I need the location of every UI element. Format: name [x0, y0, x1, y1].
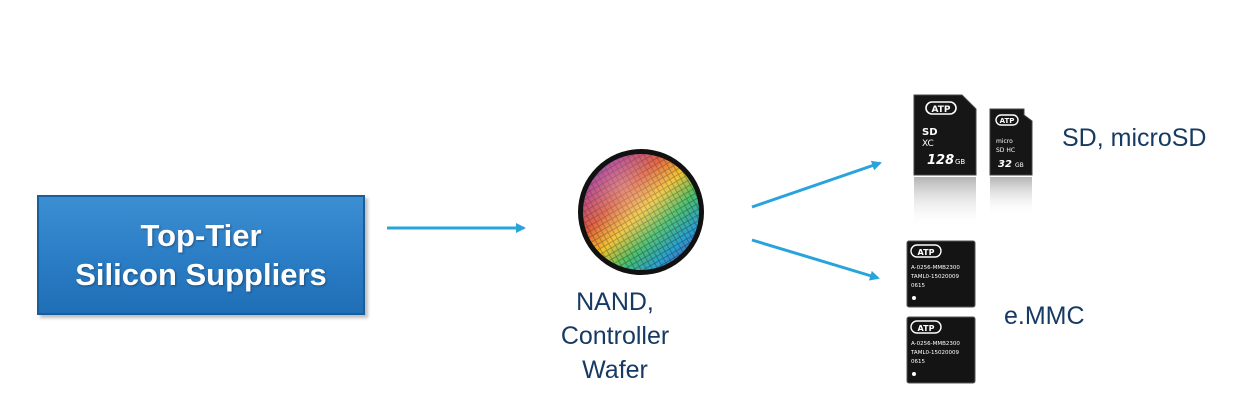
sd-microsd-label: SD, microSD: [1062, 124, 1207, 152]
svg-text:XC: XC: [922, 139, 934, 149]
wafer-label: NAND, Controller Wafer: [555, 285, 675, 387]
arrow-to-sd: [751, 160, 882, 209]
emmc-chip-2-brand: ATP: [918, 324, 935, 333]
sd-brand: ATP: [931, 105, 950, 115]
supplier-line-2: Silicon Suppliers: [75, 257, 327, 292]
emmc-chip-1: ATP A-0256-MMB2300 TAML0-15020009 0615: [906, 240, 976, 308]
wafer-label-line-1: NAND,: [576, 288, 654, 316]
microsd-card-image: ATP micro SD HC 32 GB: [989, 108, 1033, 217]
emmc-chip-1-line-3: 0615: [911, 283, 925, 289]
sd-capacity: 128: [927, 153, 954, 168]
emmc-label: e.MMC: [1004, 302, 1085, 330]
svg-text:micro: micro: [996, 138, 1013, 145]
sd-card-image: ATP SD XC 128 GB: [913, 94, 977, 228]
sd-unit: GB: [955, 158, 965, 166]
emmc-chip-2-line-1: A-0256-MMB2300: [911, 341, 960, 347]
svg-text:SD: SD: [922, 127, 938, 138]
emmc-chip-1-brand: ATP: [918, 248, 935, 257]
emmc-chip-2-line-3: 0615: [911, 359, 925, 365]
emmc-chip-1-line-2: TAML0-15020009: [910, 274, 959, 280]
microsd-capacity: 32: [998, 159, 1012, 170]
emmc-chip-2: ATP A-0256-MMB2300 TAML0-15020009 0615: [906, 316, 976, 384]
silicon-suppliers-box: Top-Tier Silicon Suppliers: [37, 195, 365, 315]
svg-text:SD HC: SD HC: [996, 147, 1015, 154]
wafer-label-line-2: Controller: [560, 322, 670, 350]
emmc-chip-2-line-2: TAML0-15020009: [910, 350, 959, 356]
microsd-brand: ATP: [1000, 117, 1015, 125]
wafer-label-line-3: Wafer: [582, 356, 648, 384]
emmc-chip-1-line-1: A-0256-MMB2300: [911, 265, 960, 271]
microsd-unit: GB: [1015, 162, 1024, 169]
wafer-image: [578, 149, 704, 275]
supplier-line-1: Top-Tier: [140, 218, 262, 253]
arrow-to-emmc: [751, 238, 880, 281]
